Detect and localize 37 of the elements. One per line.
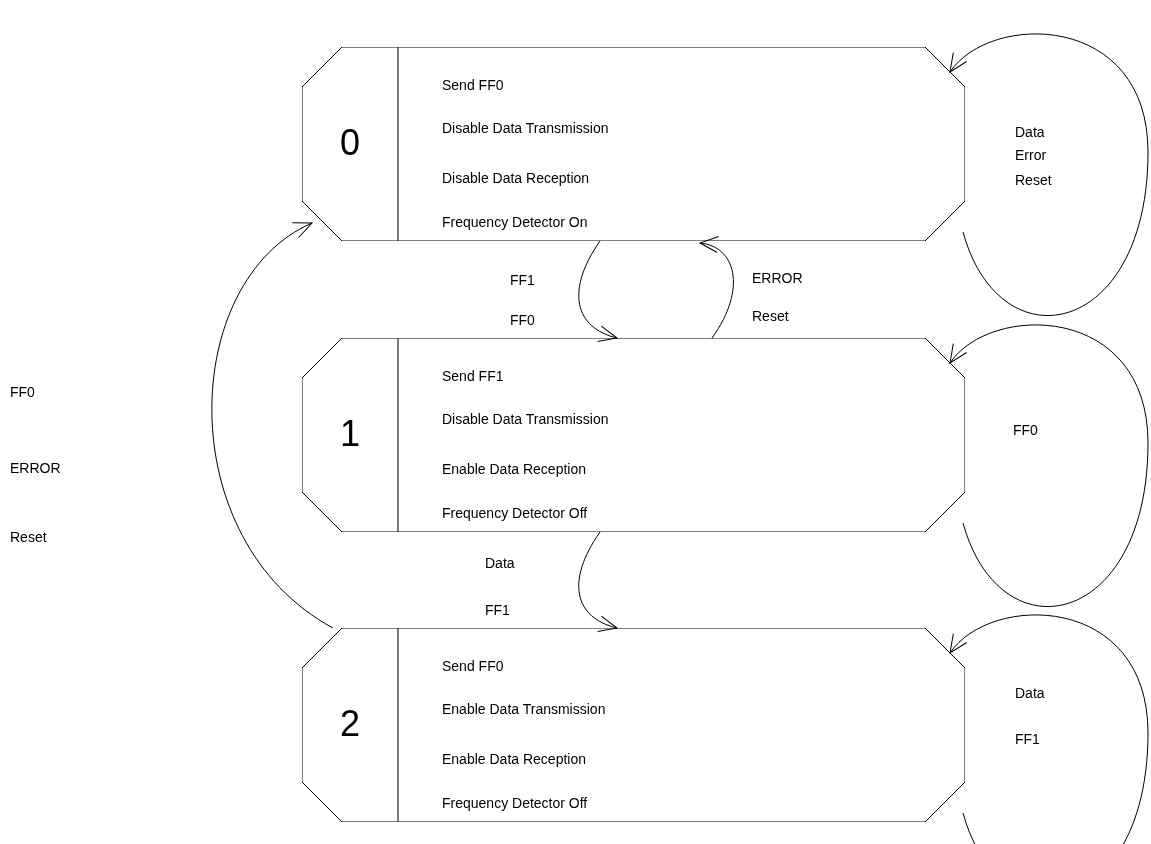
- transition-condition: Reset: [10, 529, 47, 545]
- transition-condition: Data: [1015, 124, 1045, 140]
- transition-condition: Reset: [1015, 172, 1052, 188]
- transition-condition: FF1: [1015, 731, 1040, 747]
- state-action: Enable Data Transmission: [442, 701, 606, 717]
- arrow: [578, 531, 618, 631]
- state-action: Disable Data Reception: [442, 170, 590, 186]
- state-number: 1: [340, 413, 361, 455]
- state-action: Disable Data Transmission: [442, 120, 609, 136]
- arrow: [949, 614, 1149, 844]
- state-box: [302, 628, 965, 822]
- transition-condition: FF0: [10, 384, 35, 400]
- state-box: [302, 47, 965, 241]
- edge-label: ERROR Reset: [752, 269, 803, 326]
- transition-condition: FF0: [1013, 422, 1038, 438]
- arrow: [211, 222, 334, 629]
- state-action: Disable Data Transmission: [442, 411, 609, 427]
- arrow: [949, 324, 1149, 608]
- arrow: [949, 33, 1149, 317]
- transition-condition: Error: [1015, 147, 1047, 163]
- state-action: Frequency Detector On: [442, 214, 588, 230]
- state-action: Send FF1: [442, 368, 504, 384]
- state-action: Send FF0: [442, 77, 504, 93]
- arrow: [578, 240, 618, 341]
- state-action: Enable Data Reception: [442, 751, 586, 767]
- transition-condition: ERROR: [10, 460, 61, 476]
- arrow: [699, 237, 734, 339]
- state-action: Send FF0: [442, 658, 504, 674]
- state-number: 0: [340, 122, 361, 164]
- edge-label: FF1 FF0: [510, 271, 535, 330]
- edge-label: Data FF1: [485, 554, 515, 620]
- state-action: Enable Data Reception: [442, 461, 586, 477]
- state-action: Frequency Detector Off: [442, 505, 588, 521]
- state-box: [302, 338, 965, 532]
- state-action: Frequency Detector Off: [442, 795, 588, 811]
- state-number: 2: [340, 703, 361, 745]
- transition-condition: Data: [1015, 685, 1045, 701]
